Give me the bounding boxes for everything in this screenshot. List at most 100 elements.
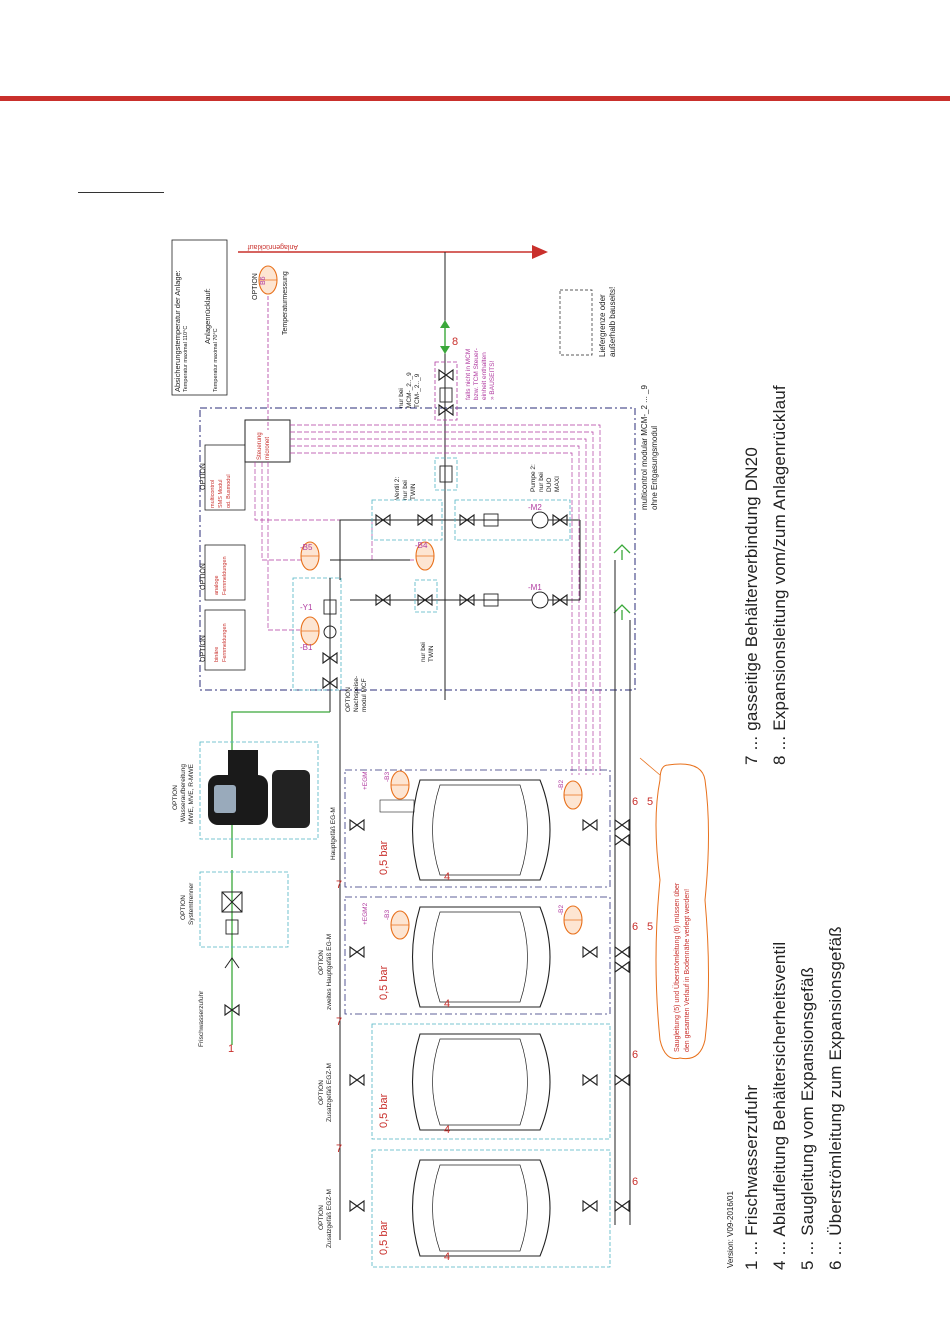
opt-binaer-2: Fernmeldungen <box>222 623 228 662</box>
pump-m1 <box>531 591 549 609</box>
svg-text:5: 5 <box>647 921 653 933</box>
wasseraufbereitung-2: Wasseraufbereitung <box>180 764 187 822</box>
svg-text:7: 7 <box>336 1143 342 1155</box>
vessel-4-opt: OPTION <box>318 1205 325 1230</box>
steuerung-box <box>244 419 291 463</box>
opt-analog-1: analoge <box>214 575 220 595</box>
module-label-1: multicontrol modular MCM-_2 ... _9 <box>640 385 649 510</box>
b3-1: -B3 <box>384 771 391 782</box>
steuerung-1: Steuerung <box>257 432 263 460</box>
svg-text:-B4: -B4 <box>415 541 428 550</box>
vessel-2-opt: OPTION <box>318 950 325 975</box>
systemtrenner-1: OPTION <box>180 895 187 920</box>
vessel-4-label: Zusatzgefäß EGZ-M <box>326 1189 333 1248</box>
opt-sms-1: multicontrol <box>210 479 216 508</box>
egm-1: +EGM <box>362 771 369 790</box>
frischwasser-label: Frischwasserzufuhr <box>198 990 205 1047</box>
header-rule <box>78 192 164 193</box>
b2-2: -B2 <box>558 904 565 915</box>
svg-text:6: 6 <box>632 1049 638 1061</box>
module-border <box>199 407 636 691</box>
bar-3: 0,5 bar <box>378 1093 390 1128</box>
note-line-1: Saugleitung (5) und Überströmleitung (6)… <box>674 882 681 1052</box>
pumpe2-3: DUO <box>546 477 553 492</box>
falls-1: falls nicht in MCM <box>465 348 472 400</box>
svg-text:4: 4 <box>444 998 450 1010</box>
svg-text:4: 4 <box>444 1251 450 1263</box>
ventil2-2: nur bei <box>402 480 409 500</box>
b2-1: -B2 <box>558 779 565 790</box>
egm-2: +EGM2 <box>362 902 369 925</box>
svg-text:-B5: -B5 <box>300 543 313 552</box>
opt-sms-option: OPTION <box>200 463 207 490</box>
nachspeise-1: OPTION <box>345 687 352 712</box>
opt-analog-2: Fernmeldungen <box>222 556 228 595</box>
svg-text:5: 5 <box>647 796 653 808</box>
wasseraufbereitung-3: MWE, MVE, R-MWE <box>188 764 195 824</box>
svg-text:6: 6 <box>632 796 638 808</box>
info-line-1: Absicherungstemperatur der Anlage: <box>173 270 182 392</box>
ventil2-3: TWIN <box>410 483 417 500</box>
steuerung-2: micronet <box>265 436 271 460</box>
nachspeise-box <box>292 577 342 691</box>
pumpe2-4: MAXI <box>554 476 561 492</box>
note-line-2: den gesamten Verlauf in Bodennähe verleg… <box>684 888 691 1052</box>
b3-2: -B3 <box>384 909 391 920</box>
legend-item-4: 4 ... Ablaufleitung Behältersicherheitsv… <box>770 941 789 1270</box>
svg-text:-B1: -B1 <box>300 643 313 652</box>
pumpe2-1: Pumpe 2: <box>530 464 537 492</box>
systemtrenner-2: Systemtrenner <box>188 882 195 925</box>
legend-item-1: 1 ... Frischwasserzufuhr <box>742 1084 761 1270</box>
vessel-2-label: zweites Hauptgefäß EG-M <box>326 933 333 1010</box>
wasseraufbereitung-1: OPTION <box>172 785 179 810</box>
vessel-3-label: Zusatzgefäß EGZ-M <box>326 1063 333 1122</box>
liefergrenze-box <box>559 289 593 356</box>
svg-text:-Y1: -Y1 <box>300 603 313 612</box>
num-1: 1 <box>228 1043 234 1055</box>
num-8: 8 <box>452 336 458 348</box>
temperaturmessung-label: Temperaturmessung <box>282 271 289 335</box>
anlagenruecklauf-label: Anlagenrücklauf <box>247 243 298 250</box>
nur-mcm-1: nur bei <box>398 388 405 408</box>
wasseraufbereitung-box <box>199 741 319 840</box>
nur-mcm-2: MCM-_2.._9 <box>406 372 413 408</box>
falls-2: bzw. TCM Steuer- <box>473 348 480 400</box>
nachspeise-2: Nachspeise- <box>353 675 360 712</box>
info-line-4: Temperatur maximal 70°C <box>213 328 219 392</box>
pump-m2 <box>531 511 549 529</box>
info-box <box>171 239 228 396</box>
svg-text:7: 7 <box>336 1016 342 1028</box>
pumpe2-2: nur bei <box>538 472 545 492</box>
svg-text:-M1: -M1 <box>528 583 542 592</box>
nachspeise-3: modul MCF <box>361 678 368 712</box>
falls-3: einheit enthalten <box>481 352 488 400</box>
svg-text:6: 6 <box>632 921 638 933</box>
module-label-2: ohne Entgasungsmodul <box>650 425 659 510</box>
opt-sms-2: SMS Modul <box>218 479 224 508</box>
opt-binaer-option: OPTION <box>200 635 207 662</box>
legend-item-7: 7 ... gasseitige Behälterverbindung DN20 <box>742 447 761 765</box>
svg-text:4: 4 <box>444 1124 450 1136</box>
systemtrenner-box <box>199 871 289 948</box>
vessel-1-label: Hauptgefäß EG-M <box>330 807 337 860</box>
info-line-3: Anlagenrücklauf: <box>203 288 212 344</box>
vessel-group <box>344 769 611 1268</box>
svg-text:-M2: -M2 <box>528 503 542 512</box>
legend-item-6: 6 ... Überströmleitung zum Expansionsgef… <box>826 926 845 1270</box>
ventil2-1: Ventil 2: <box>394 476 401 500</box>
liefergrenze-1: Liefergrenze oder <box>598 294 607 357</box>
nur-twin-2: TWIN <box>428 645 435 662</box>
svg-text:7: 7 <box>336 879 342 891</box>
bar-4: 0,5 bar <box>378 1220 390 1255</box>
liefergrenze-2: außerhalb bauseits! <box>608 286 617 357</box>
vessel-3-opt: OPTION <box>318 1080 325 1105</box>
svg-text:6: 6 <box>632 1176 638 1188</box>
opt-sms-3: od. Busmodul <box>226 474 232 508</box>
falls-4: » BAUSEITS! <box>489 360 496 400</box>
header-red-bar <box>0 96 950 101</box>
legend-item-5: 5 ... Saugleitung vom Expansionsgefäß <box>798 966 817 1270</box>
legend-item-8: 8 ... Expansionsleitung vom/zum Anlagenr… <box>770 385 789 765</box>
anlagenruecklauf-arrow <box>532 245 548 259</box>
b6-option: OPTION <box>252 273 259 300</box>
